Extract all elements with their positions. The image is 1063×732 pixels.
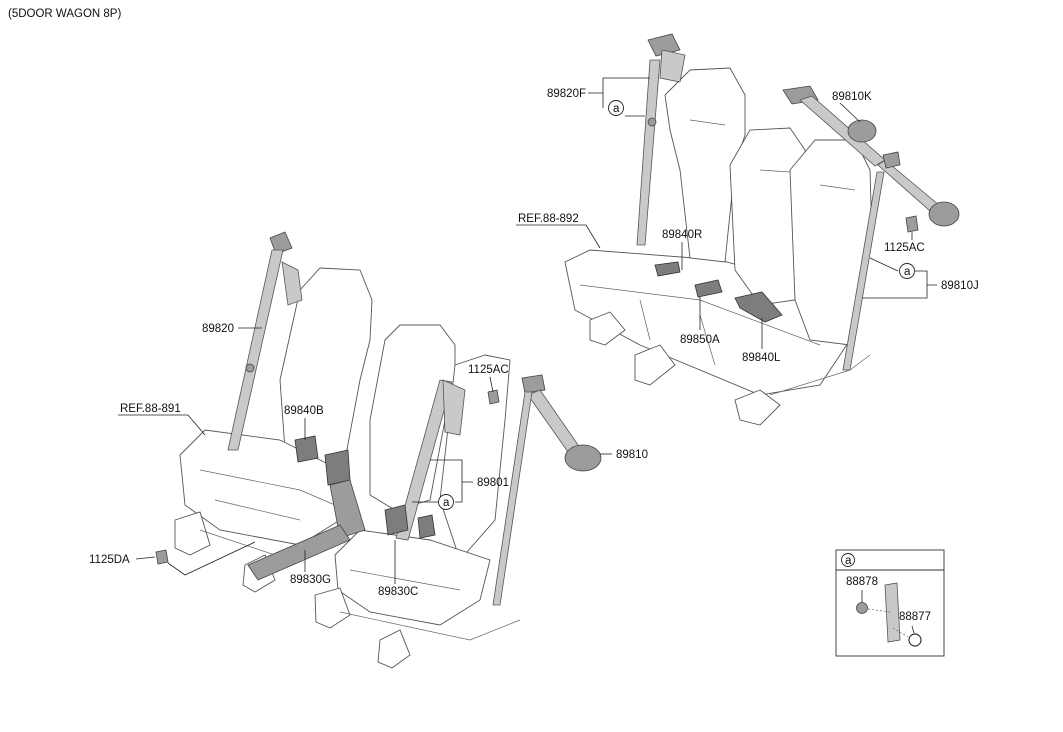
label-88877: 88877	[899, 611, 931, 623]
label-89840L: 89840L	[742, 352, 781, 364]
callout-a-1: a	[613, 103, 620, 115]
label-89850A: 89850A	[680, 334, 720, 346]
callout-a-2: a	[904, 266, 911, 278]
detail-inset-a: a 88878 88877	[835, 549, 945, 657]
callout-a-circle	[438, 494, 454, 510]
label-89810: 89810	[616, 449, 648, 461]
label-89810J: 89810J	[941, 280, 979, 292]
anchor-bolt-88878	[856, 602, 868, 614]
second-row-seats-drawing	[155, 231, 602, 669]
label-1125AC-left: 1125AC	[468, 364, 509, 376]
label-88878: 88878	[846, 576, 878, 588]
right-assembly-labels: 89820F a 89810K REF.88-892 89840R 1125AC…	[516, 77, 979, 364]
label-89840R: 89840R	[662, 229, 702, 241]
left-assembly-labels: 89820 REF.88-891 89840B 1125AC 89810 898…	[89, 323, 648, 598]
label-89830G: 89830G	[290, 574, 331, 586]
label-89820F: 89820F	[547, 88, 586, 100]
belt-strip-detail	[884, 582, 901, 643]
third-row-bench-drawing	[564, 33, 960, 426]
label-1125DA: 1125DA	[89, 554, 130, 566]
label-89801: 89801	[477, 477, 509, 489]
label-1125AC-right: 1125AC	[884, 242, 925, 254]
inset-header-a: a	[845, 555, 852, 567]
label-89820: 89820	[202, 323, 234, 335]
callout-a-circle	[608, 100, 624, 116]
label-89840B: 89840B	[284, 405, 324, 417]
label-89830C: 89830C	[378, 586, 418, 598]
diagram-title: (5DOOR WAGON 8P)	[8, 8, 121, 20]
label-REF-88-891: REF.88-891	[120, 403, 181, 415]
label-REF-88-892: REF.88-892	[518, 213, 579, 225]
label-89810K: 89810K	[832, 91, 872, 103]
callout-a-circle	[899, 263, 915, 279]
cap-ring-88877	[908, 633, 922, 647]
callout-a-3: a	[443, 497, 450, 509]
